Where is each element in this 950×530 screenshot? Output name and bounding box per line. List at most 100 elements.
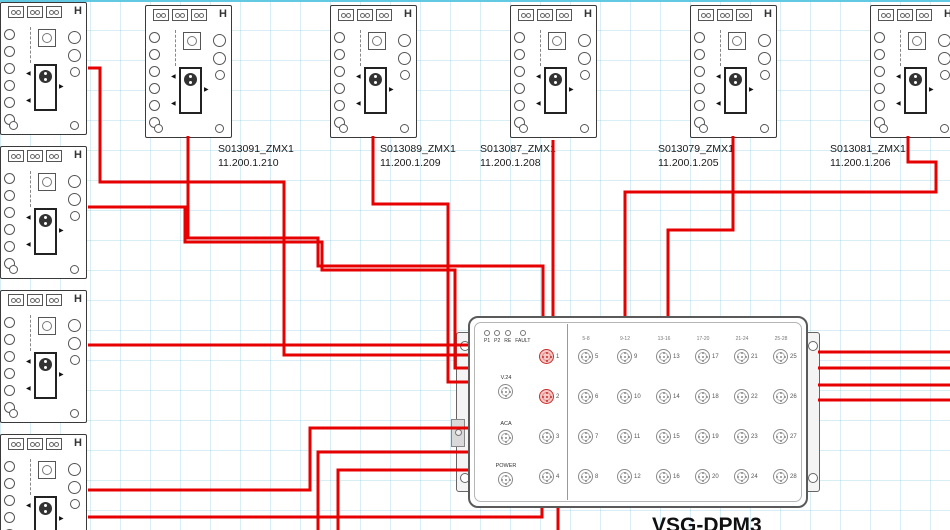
m12-port-22[interactable] xyxy=(734,389,749,404)
relay-knob-icon xyxy=(549,73,562,86)
m12-port-8[interactable] xyxy=(578,469,593,484)
m12-port-9[interactable] xyxy=(617,349,632,364)
m12-port-2[interactable] xyxy=(539,389,554,404)
terminal-block-row xyxy=(518,9,572,21)
port-column-header: 25-28 xyxy=(774,336,788,342)
bottom-terminals xyxy=(9,121,79,130)
relay-knob-icon xyxy=(909,73,922,86)
port-number: 27 xyxy=(790,434,797,440)
port-number: 14 xyxy=(673,394,680,400)
terminal-block xyxy=(736,9,752,21)
m12-port-25[interactable] xyxy=(773,349,788,364)
m12-port-16[interactable] xyxy=(656,469,671,484)
m12-port-10[interactable] xyxy=(617,389,632,404)
terminal-block-row xyxy=(8,6,62,18)
m12-port-26[interactable] xyxy=(773,389,788,404)
dashed-line xyxy=(540,30,541,66)
port-column-header: 21-24 xyxy=(735,336,749,342)
wedge-mark-icon: ◀ xyxy=(26,71,31,77)
zmx1-module[interactable]: H ◀ ◀ ▶ xyxy=(0,290,87,423)
zmx1-module[interactable]: H ◀ ◀ ▶ xyxy=(0,434,87,530)
sensor-component xyxy=(728,32,746,50)
wire[interactable] xyxy=(88,205,468,370)
zmx1-module[interactable]: H ◀ ◀ ▶ xyxy=(145,5,232,138)
relay-knob-icon xyxy=(369,73,382,86)
m12-port-20[interactable] xyxy=(695,469,710,484)
v24-port[interactable]: V.24 xyxy=(498,375,514,400)
m12-port-12[interactable] xyxy=(617,469,632,484)
m12-port-15[interactable] xyxy=(656,429,671,444)
zmx1-module[interactable]: H ◀ ◀ ▶ xyxy=(870,5,950,138)
m12-connector xyxy=(498,430,513,445)
terminal-column xyxy=(514,32,525,128)
connector-column xyxy=(68,463,81,509)
wire[interactable] xyxy=(316,450,468,530)
terminal-column xyxy=(874,32,885,128)
sensor-component xyxy=(38,173,56,191)
connector-column xyxy=(398,34,411,80)
status-led-p1: P1 xyxy=(484,330,490,344)
m12-port-3[interactable] xyxy=(539,429,554,444)
port-number: 3 xyxy=(556,434,560,440)
wire[interactable] xyxy=(371,136,468,384)
m12-port-11[interactable] xyxy=(617,429,632,444)
m12-port-17[interactable] xyxy=(695,349,710,364)
m12-port-1[interactable] xyxy=(539,349,554,364)
zmx1-module[interactable]: H ◀ ◀ ▶ xyxy=(0,146,87,279)
terminal-column xyxy=(4,173,15,269)
mounting-bracket-icon: H xyxy=(74,293,82,305)
wire[interactable] xyxy=(336,468,468,530)
m12-port-4[interactable] xyxy=(539,469,554,484)
m12-port-24[interactable] xyxy=(734,469,749,484)
port-number: 24 xyxy=(751,474,758,480)
wire[interactable] xyxy=(88,508,544,519)
connector-column xyxy=(758,34,771,80)
sensor-component xyxy=(908,32,926,50)
aca-port[interactable]: ACA xyxy=(498,421,514,446)
m12-port-23[interactable] xyxy=(734,429,749,444)
port-number: 18 xyxy=(712,394,719,400)
wedge-mark-icon: ◀ xyxy=(26,359,31,365)
m12-port-13[interactable] xyxy=(656,349,671,364)
terminal-block xyxy=(191,9,207,21)
relay-component xyxy=(364,67,387,114)
terminal-block xyxy=(916,9,932,21)
wire[interactable] xyxy=(186,136,545,316)
mount-hole xyxy=(808,341,818,351)
m12-port-28[interactable] xyxy=(773,469,788,484)
zmx1-module[interactable]: H ◀ ◀ ▶ xyxy=(330,5,417,138)
sensor-component xyxy=(38,29,56,47)
sensor-component xyxy=(38,461,56,479)
wire[interactable] xyxy=(666,136,735,316)
m12-port-7[interactable] xyxy=(578,429,593,444)
bottom-terminals xyxy=(519,124,589,133)
relay-component xyxy=(904,67,927,114)
terminal-block xyxy=(46,438,62,450)
dashed-line xyxy=(360,30,361,66)
terminal-block-row xyxy=(878,9,932,21)
port-number: 5 xyxy=(595,354,599,360)
zmx1-module[interactable]: H ◀ ◀ ▶ xyxy=(510,5,597,138)
m12-port-5[interactable] xyxy=(578,349,593,364)
port-column-header: 13-16 xyxy=(657,336,671,342)
m12-port-21[interactable] xyxy=(734,349,749,364)
wire[interactable] xyxy=(88,66,468,357)
wire[interactable] xyxy=(88,426,468,492)
port-number: 16 xyxy=(673,474,680,480)
module-ip: 11.200.1.205 xyxy=(658,156,719,169)
m12-port-6[interactable] xyxy=(578,389,593,404)
module-name: S013079_ZMX1 xyxy=(658,143,734,155)
m12-port-14[interactable] xyxy=(656,389,671,404)
terminal-block xyxy=(698,9,714,21)
m12-port-27[interactable] xyxy=(773,429,788,444)
terminal-block xyxy=(8,150,24,162)
wire[interactable] xyxy=(623,136,938,316)
terminal-block-row xyxy=(698,9,752,21)
power-port[interactable]: POWER xyxy=(496,463,516,488)
m12-port-18[interactable] xyxy=(695,389,710,404)
zmx1-module[interactable]: H ◀ ◀ ▶ xyxy=(0,2,87,135)
m12-port-19[interactable] xyxy=(695,429,710,444)
